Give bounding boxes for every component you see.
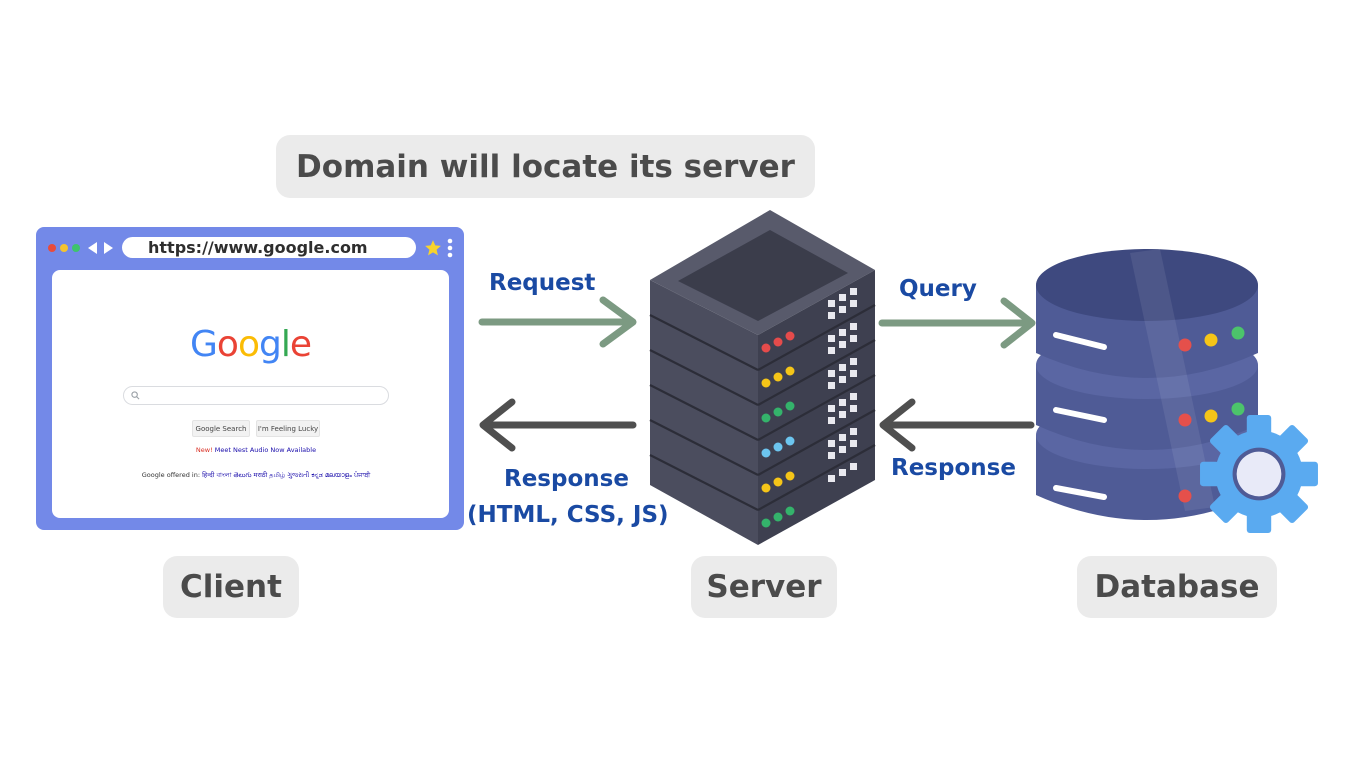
server-label: Server [691, 556, 837, 618]
window-close-dot [48, 244, 56, 252]
logo-letter: G [190, 324, 218, 365]
url-bar: https://www.google.com [122, 237, 416, 258]
database-label: Database [1077, 556, 1277, 618]
server-rack-icon [649, 210, 876, 545]
title-label: Domain will locate its server [276, 135, 815, 198]
window-minimize-dot [60, 244, 68, 252]
query-arrow-icon [878, 297, 1036, 349]
feeling-lucky-button[interactable]: I'm Feeling Lucky [256, 420, 320, 437]
response-arrow-icon [479, 398, 637, 452]
logo-letter: e [289, 324, 312, 365]
language-links[interactable]: हिन्दी বাংলা తెలుగు मराठी தமிழ் ગુજરાતી … [202, 471, 371, 479]
response-server-label: Response [891, 455, 1016, 481]
logo-letter: l [280, 324, 291, 365]
search-icon [131, 391, 140, 400]
google-logo: Google [52, 324, 449, 365]
database-icon [1036, 249, 1258, 520]
gear-icon [1200, 415, 1318, 533]
request-label: Request [489, 270, 596, 296]
client-label: Client [163, 556, 299, 618]
logo-letter: g [258, 324, 282, 365]
offered-in-label: Google offered in: [141, 471, 201, 479]
server-database-arrows [878, 297, 1036, 452]
promo-available-link[interactable]: Now Available [270, 446, 317, 454]
window-maximize-dot [72, 244, 80, 252]
logo-letter: o [237, 324, 260, 365]
promo-link[interactable]: Meet Nest Audio [214, 446, 269, 454]
languages-line: Google offered in: हिन्दी বাংলা తెలుగు म… [52, 470, 460, 481]
client-server-arrows [478, 296, 637, 452]
query-label: Query [899, 276, 977, 302]
promo-line: New! Meet Nest Audio Now Available [52, 446, 460, 454]
response-payload-label: (HTML, CSS, JS) [467, 502, 669, 528]
back-arrow-icon [88, 242, 97, 254]
request-arrow-icon [478, 296, 637, 348]
search-input[interactable] [123, 386, 389, 405]
promo-new: New! [195, 446, 213, 454]
logo-letter: o [216, 324, 239, 365]
forward-arrow-icon [104, 242, 113, 254]
menu-dots-icon [447, 238, 453, 258]
response-client-label: Response [504, 466, 629, 492]
bookmark-star-icon [425, 240, 441, 256]
db-response-arrow-icon [879, 398, 1035, 452]
google-search-button[interactable]: Google Search [192, 420, 250, 437]
nav-arrows-icon [88, 242, 113, 254]
